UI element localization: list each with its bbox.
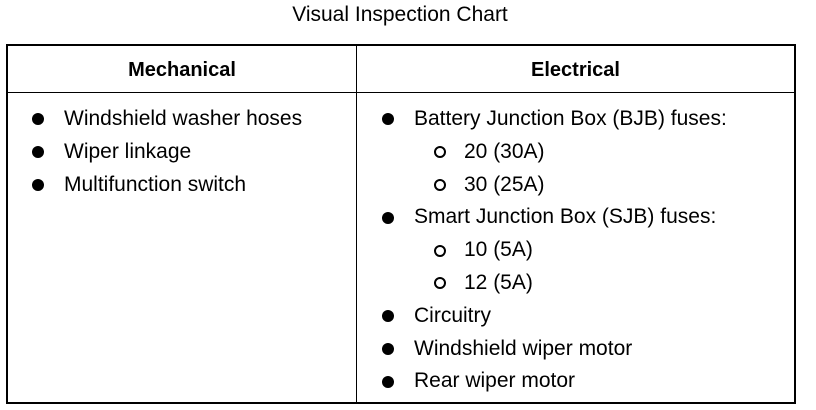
list-item-label: Multifunction switch [64,172,247,196]
mechanical-list: Windshield washer hoses Wiper linkage Mu… [8,103,302,201]
list-item: Rear wiper motor [357,365,727,398]
bullet-icon [32,146,44,159]
bullet-icon [32,113,44,126]
chart-title: Visual Inspection Chart [292,3,508,26]
hollow-bullet-icon [434,146,446,159]
list-item-label: 12 (5A) [464,270,533,294]
bullet-icon [382,211,394,224]
list-item-label: 10 (5A) [464,238,533,262]
sub-list-item: 12 (5A) [357,267,727,300]
hollow-bullet-icon [434,244,446,257]
header-divider [8,92,794,93]
list-item: Windshield wiper motor [357,333,727,366]
electrical-list: Battery Junction Box (BJB) fuses: 20 (30… [357,103,727,398]
list-item-label: Battery Junction Box (BJB) fuses: [414,107,727,130]
list-item: Circuitry [357,300,727,333]
bullet-icon [32,178,44,191]
hollow-bullet-icon [434,178,446,191]
list-item-label: 20 (30A) [464,139,545,163]
list-item: Multifunction switch [8,169,302,202]
inspection-table: Mechanical Electrical Windshield washer … [6,44,796,404]
list-item-label: Circuitry [414,303,491,327]
list-item: Battery Junction Box (BJB) fuses: [357,103,727,136]
header-mechanical: Mechanical [128,59,236,81]
list-item-label: 30 (25A) [464,172,545,196]
list-item-label: Windshield washer hoses [64,107,303,130]
list-item-label: Rear wiper motor [414,369,576,393]
bullet-icon [382,310,394,323]
sub-list-item: 10 (5A) [357,234,727,267]
bullet-icon [382,375,394,388]
bullet-icon [382,113,394,126]
header-electrical: Electrical [531,59,620,81]
list-item-label: Wiper linkage [64,139,192,163]
list-item: Smart Junction Box (SJB) fuses: [357,201,727,234]
list-item-label: Windshield wiper motor [414,336,633,360]
sub-list-item: 20 (30A) [357,136,727,169]
list-item: Wiper linkage [8,136,302,169]
list-item-label: Smart Junction Box (SJB) fuses: [414,205,717,229]
list-item: Windshield washer hoses [8,103,302,136]
sub-list-item: 30 (25A) [357,169,727,202]
column-divider [356,46,357,402]
bullet-icon [382,342,394,355]
hollow-bullet-icon [434,277,446,290]
